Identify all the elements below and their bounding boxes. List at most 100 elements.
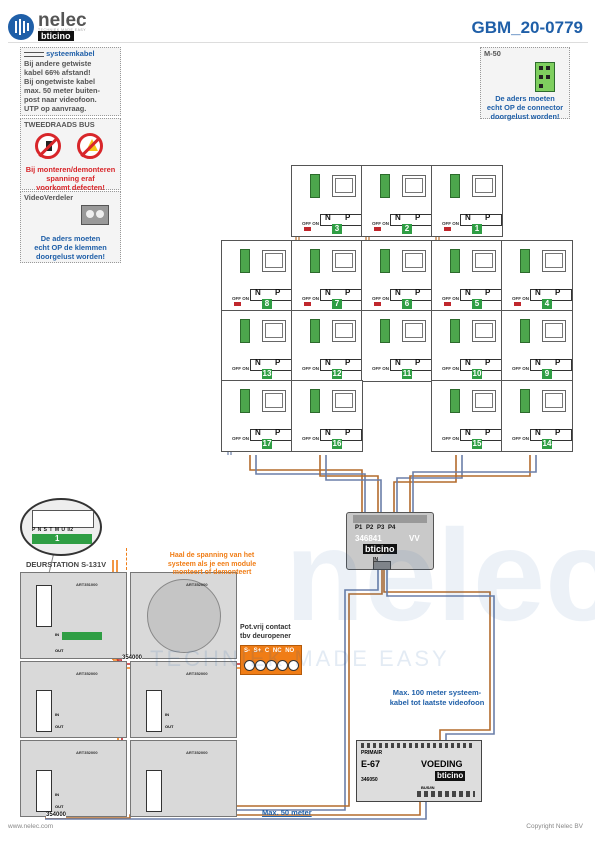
door-module-slot — [146, 770, 162, 812]
monitor-number: 14 — [542, 439, 552, 449]
dip-label: M — [54, 527, 60, 533]
power-title: VOEDING — [421, 759, 463, 769]
monitor-number: 10 — [472, 369, 482, 379]
contact-title-line: Pot.vrij contact — [240, 624, 291, 631]
monitor-connector-icon — [450, 319, 460, 343]
max50-note: Max. 50 meter — [262, 808, 312, 817]
footer-website[interactable]: www.nelec.com — [8, 823, 54, 830]
max100-note: Max. 100 meter systeem- kabel tot laatst… — [352, 688, 522, 708]
no-plug-icon — [35, 133, 61, 159]
monitor-connector-icon — [310, 174, 320, 198]
distributor-terminal-icon — [81, 205, 109, 225]
distributor-note: VideoVerdeler De aders moeten echt OP de… — [20, 191, 121, 263]
footer-copyright: Copyright Nelec BV — [526, 823, 583, 830]
np-n-label: N — [395, 288, 401, 297]
monitor-connector-icon — [520, 249, 530, 273]
monitor-number: 15 — [472, 439, 482, 449]
offon-label: OFF ON — [512, 366, 529, 371]
art-label: ART352000 — [76, 750, 98, 755]
offon-label: OFF ON — [442, 296, 459, 301]
monitor-connector-icon — [520, 319, 530, 343]
monitor-number: 2 — [402, 224, 412, 234]
terminal-screw-icon — [255, 660, 266, 671]
power-code: 346050 — [361, 777, 378, 783]
monitor-screen-icon — [542, 250, 566, 272]
max100-line: Max. 100 meter systeem- — [392, 688, 482, 697]
dip-value-strip — [32, 534, 92, 544]
monitor-screen-icon — [472, 175, 496, 197]
distributor-model: 346841 — [355, 534, 382, 543]
distributor-in-label: IN — [373, 557, 378, 563]
bus-warning: Bij monteren/demonteren spanning eraf vo… — [21, 165, 120, 192]
distributor-brand: bticino — [363, 544, 397, 554]
terminal-label: C — [264, 648, 270, 654]
art-label: ART352000 — [186, 582, 208, 587]
door-warning-leader — [126, 548, 128, 570]
watermark-word: nelec — [285, 502, 595, 648]
offon-label: OFF ON — [232, 296, 249, 301]
out-label: OUT — [165, 724, 174, 729]
bus-warning-line: Bij monteren/demonteren — [25, 165, 116, 174]
np-n-label: N — [465, 358, 471, 367]
door-module-slot — [36, 770, 52, 812]
offon-label: OFF ON — [512, 296, 529, 301]
door-station-title: DEURSTATION S-131V — [26, 560, 107, 569]
in-label: IN — [55, 792, 59, 797]
systemcable-line: kabel 66% afstand! — [24, 68, 91, 77]
monitor-connector-icon — [380, 174, 390, 198]
door-warning-line: monteert of demonteert — [172, 569, 252, 576]
monitor-number: 8 — [262, 299, 272, 309]
np-p-label: P — [485, 213, 491, 222]
monitor-screen-icon — [472, 250, 496, 272]
speaker-grille-icon — [147, 579, 221, 653]
out-label: OUT — [55, 804, 64, 809]
dip-label: I/2 — [67, 527, 73, 533]
np-p-label: P — [485, 288, 491, 297]
termination-switch-icon — [374, 227, 381, 231]
out-label: OUT — [55, 648, 64, 653]
offon-label: OFF ON — [442, 221, 459, 226]
np-n-label: N — [465, 428, 471, 437]
distributor-screw-strip — [353, 515, 427, 523]
module-code-bottom: 354000 — [46, 812, 67, 818]
np-p-label: P — [555, 358, 561, 367]
monitor-number: 3 — [332, 224, 342, 234]
monitor-screen-icon — [262, 250, 286, 272]
np-n-label: N — [325, 358, 331, 367]
offon-label: OFF ON — [302, 221, 319, 226]
bus-warning-line: voorkomt defecten! — [36, 183, 105, 192]
in-label: IN — [55, 712, 59, 717]
power-brand: bticino — [435, 771, 466, 781]
monitor-connector-icon — [520, 389, 530, 413]
contact-terminal-block: S- S+ C NC NO — [240, 645, 302, 675]
dip-labels: P N S T M U I/2 — [32, 527, 73, 533]
termination-switch-icon — [444, 227, 451, 231]
distributor-warning: De aders moeten echt OP de klemmen doorg… — [21, 234, 120, 261]
systemcable-line: post naar videofoon. — [24, 95, 97, 104]
no-voltage-icon — [77, 133, 103, 159]
bus-note: TWEEDRAADS BUS Bij monteren/demonteren s… — [20, 118, 121, 192]
offon-label: OFF ON — [302, 366, 319, 371]
contact-title: Pot.vrij contact tbv deuropener — [240, 624, 291, 641]
distributor-in-terminal — [373, 561, 391, 570]
dip-label: N — [37, 527, 42, 533]
monitor-connector-icon — [380, 249, 390, 273]
monitor-number: 9 — [542, 369, 552, 379]
distributor-warning-line: De aders moeten — [40, 234, 101, 243]
monitor-screen-icon — [332, 250, 356, 272]
offon-label: OFF ON — [302, 296, 319, 301]
port-label: P1 — [355, 525, 363, 531]
systemcable-line: Bij andere getwiste — [24, 59, 92, 68]
art-label: ART351000 — [76, 582, 98, 587]
door-warning: Haal de spanning van het systeem als je … — [132, 552, 292, 578]
m50-warning-line: De aders moeten — [495, 94, 555, 103]
terminal-screw-icon — [288, 660, 299, 671]
dip-value: 1 — [55, 534, 60, 543]
